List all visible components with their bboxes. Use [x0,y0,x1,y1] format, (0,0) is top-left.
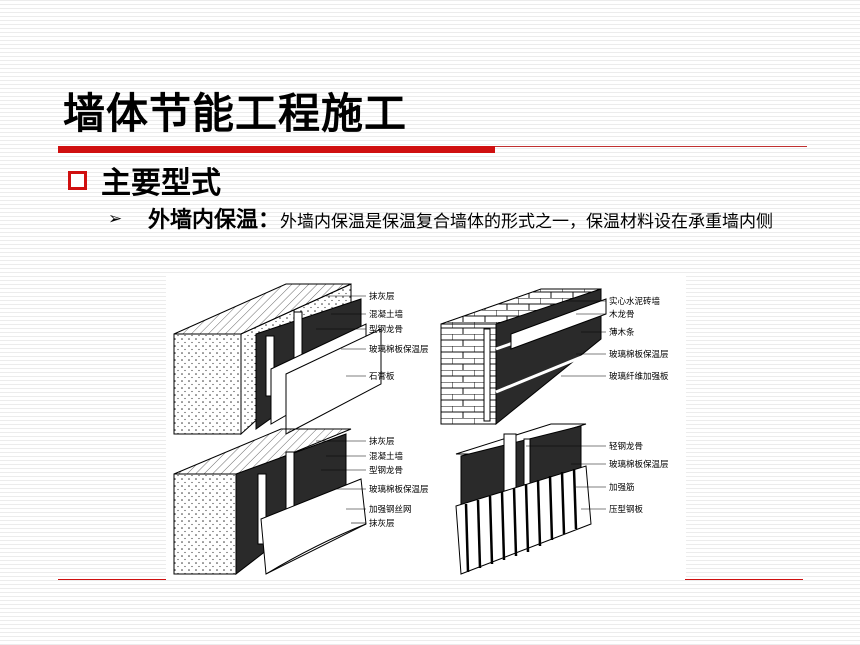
title-underline [58,146,495,153]
wall-diagram-svg: 抹灰层 混凝土墙 型钢龙骨 玻璃棉板保温层 石膏板 实心水泥砖墙 木龙骨 薄木条… [173,283,669,576]
label-br-1: 玻璃棉板保温层 [609,459,669,470]
sub-bullet-desc: 外墙内保温是保温复合墙体的形式之一，保温材料设在承重墙内侧 [280,212,774,232]
label-bl-3: 玻璃棉板保温层 [369,484,429,495]
label-bl-0: 抹灰层 [369,436,395,447]
label-br-2: 加强筋 [609,482,635,493]
label-tr-2: 薄木条 [609,327,635,338]
panel-bottom-right [455,423,587,510]
label-bl-5: 抹灰层 [369,518,395,529]
label-tl-1: 混凝土墙 [369,309,404,320]
labels-bottom-left [316,440,366,524]
label-tl-0: 抹灰层 [369,291,395,302]
labels-top-left [316,295,366,377]
label-br-3: 压型钢板 [609,504,644,515]
label-br-0: 轻钢龙骨 [609,441,643,452]
sub-bullet: 外墙内保温：外墙内保温是保温复合墙体的形式之一，保温材料设在承重墙内侧 [148,206,828,236]
footer-rule-right [685,579,803,580]
panel-top-left [173,283,382,436]
label-tl-4: 石膏板 [369,371,395,382]
label-tl-2: 型钢龙骨 [369,324,403,335]
label-tl-3: 玻璃棉板保温层 [369,344,429,355]
square-bullet-icon [68,170,87,190]
slide-title: 墙体节能工程施工 [63,89,408,138]
label-tr-1: 木龙骨 [609,309,635,320]
arrow-bullet-icon: ➢ [108,209,123,229]
panel-top-right [440,288,607,426]
labels-top-right [561,300,606,377]
label-bl-4: 加强钢丝网 [369,504,412,515]
label-tr-3: 玻璃棉板保温层 [609,349,669,360]
bullet-main: 主要型式 [68,158,221,202]
bullet-main-text: 主要型式 [101,166,221,201]
footer-rule-left [58,579,166,580]
sub-bullet-lead: 外墙内保温： [148,207,281,233]
label-bl-1: 混凝土墙 [369,451,404,462]
corrugated-steel-sheet [455,465,592,575]
wall-diagram-figure: 抹灰层 混凝土墙 型钢龙骨 玻璃棉板保温层 石膏板 实心水泥砖墙 木龙骨 薄木条… [166,274,686,580]
title-underline-thin [495,146,807,147]
label-tr-4: 玻璃纤维加强板 [609,371,669,382]
labels-bottom-right [526,445,606,510]
label-bl-2: 型钢龙骨 [369,465,403,476]
label-tr-0: 实心水泥砖墙 [609,296,661,307]
panel-bottom-left [173,428,367,576]
